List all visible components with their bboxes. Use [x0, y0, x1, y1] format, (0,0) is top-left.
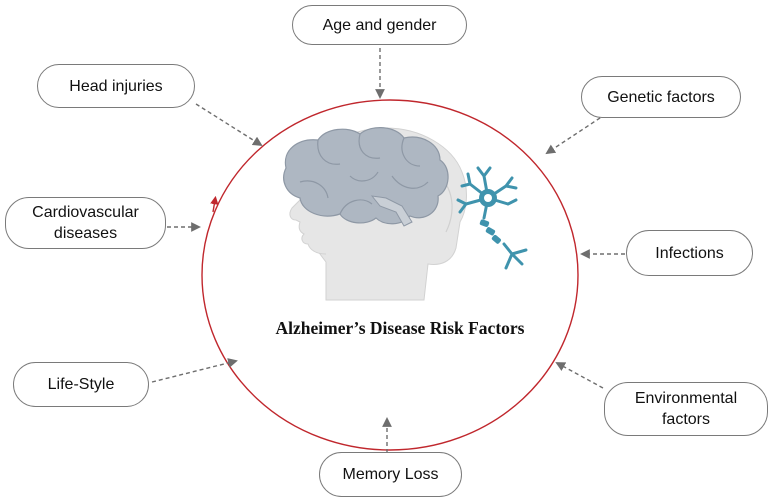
circle-arrowhead	[210, 195, 219, 213]
factor-infections: Infections	[626, 230, 753, 276]
factor-environmental: Environmental factors	[604, 382, 768, 436]
factor-memory-loss: Memory Loss	[319, 452, 462, 497]
factor-cardiovascular: Cardiovascular diseases	[5, 197, 166, 249]
diagram-title: Alzheimer’s Disease Risk Factors	[275, 318, 525, 338]
neuron-icon	[456, 166, 528, 270]
arrow-lifestyle	[151, 358, 238, 383]
factor-genetic: Genetic factors	[581, 76, 741, 118]
arrow-genetic-factors	[545, 113, 607, 155]
central-circle	[201, 99, 579, 451]
arrow-head-injuries	[195, 103, 263, 147]
brain-icon	[283, 127, 449, 227]
factor-head-injuries: Head injuries	[37, 64, 195, 108]
arrow-environmental	[555, 362, 604, 389]
factor-age-gender: Age and gender	[292, 5, 467, 45]
factor-lifestyle: Life-Style	[13, 362, 149, 407]
